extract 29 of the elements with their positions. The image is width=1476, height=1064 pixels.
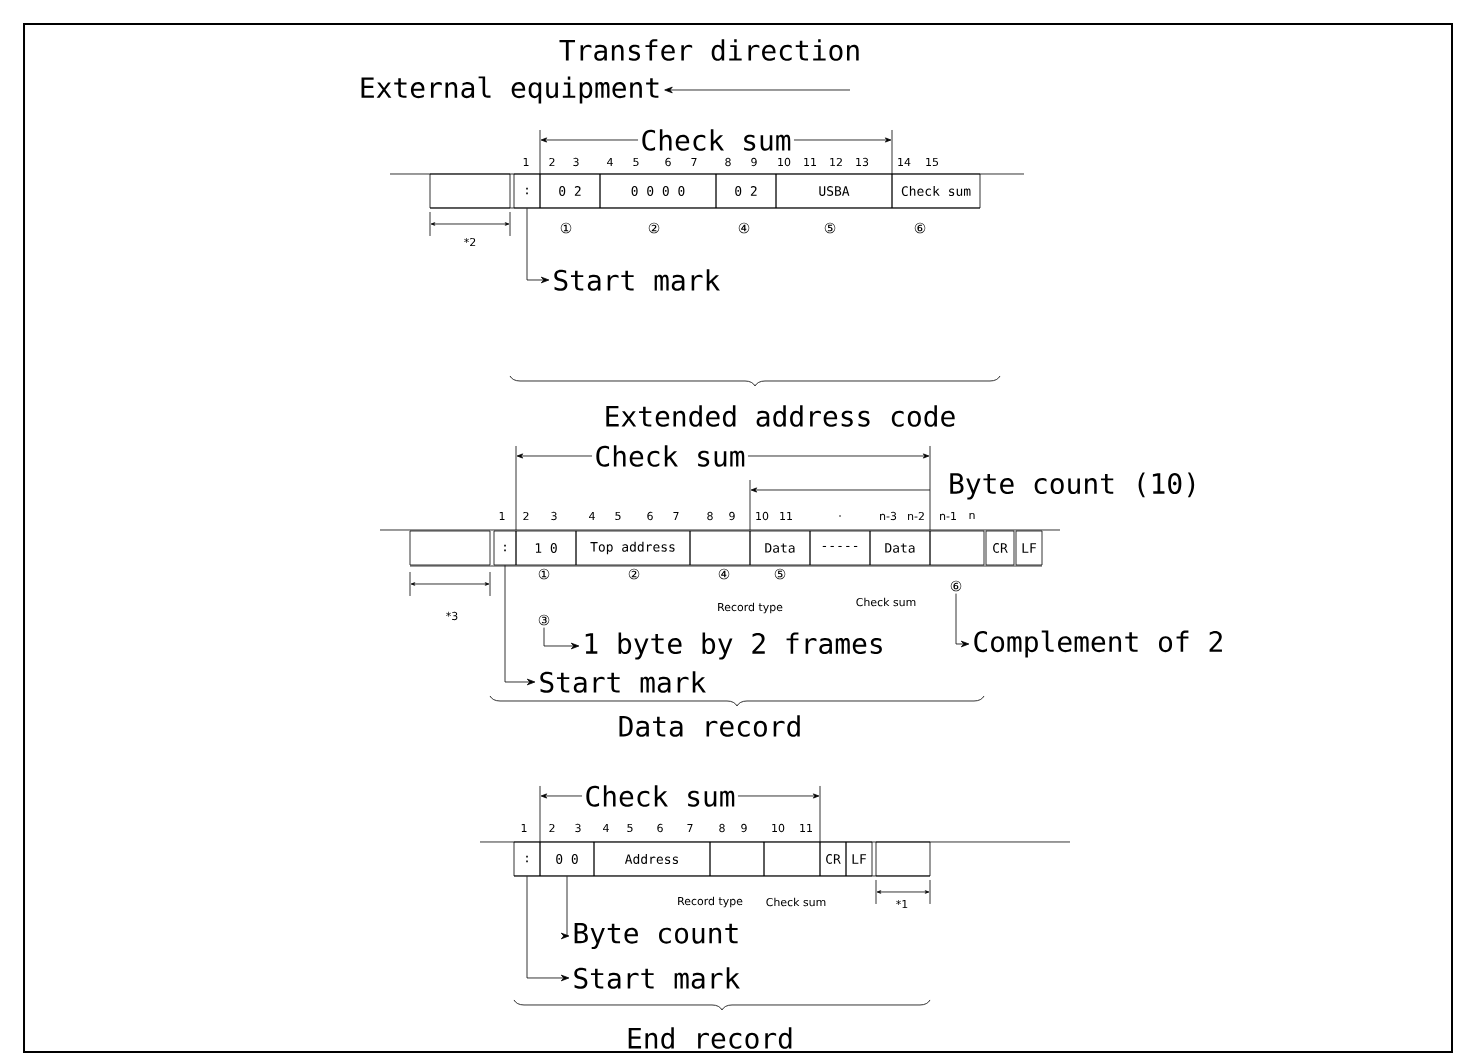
- empty-cell: [763, 841, 821, 877]
- callout-text: Byte count: [574, 922, 738, 950]
- endpoint-text: External equipment: [361, 76, 659, 104]
- arrow: [664, 86, 851, 94]
- dimension-label: Check sum: [586, 785, 735, 807]
- callout-text: 1 byte by 2 frames: [585, 632, 882, 660]
- empty-cell: [875, 841, 931, 877]
- leader-line: [955, 593, 970, 648]
- record-title: Extended address code: [606, 405, 955, 427]
- empty-cell: [409, 530, 491, 566]
- empty-cell: [709, 841, 765, 877]
- dimension-label: Byte count (10): [950, 472, 1195, 500]
- empty-cell: [429, 173, 511, 209]
- dimension-label: Check sum: [596, 445, 745, 467]
- callout-text: Start mark: [540, 671, 706, 693]
- record-title: Data record: [619, 715, 800, 737]
- leader-line: [526, 208, 550, 284]
- leader-line: [526, 876, 570, 982]
- title-text: Transfer direction: [559, 39, 859, 61]
- leader-line: [504, 565, 536, 686]
- callout-text: Start mark: [574, 967, 740, 989]
- leader-line: [560, 876, 570, 940]
- leader-line: [543, 627, 580, 650]
- callout-text: Start mark: [554, 269, 720, 291]
- empty-cell: [929, 530, 985, 566]
- dimension-label: Check sum: [642, 129, 791, 151]
- callout-text: Complement of 2: [974, 630, 1222, 658]
- record-title: End record: [628, 1027, 792, 1049]
- empty-cell: [689, 530, 751, 566]
